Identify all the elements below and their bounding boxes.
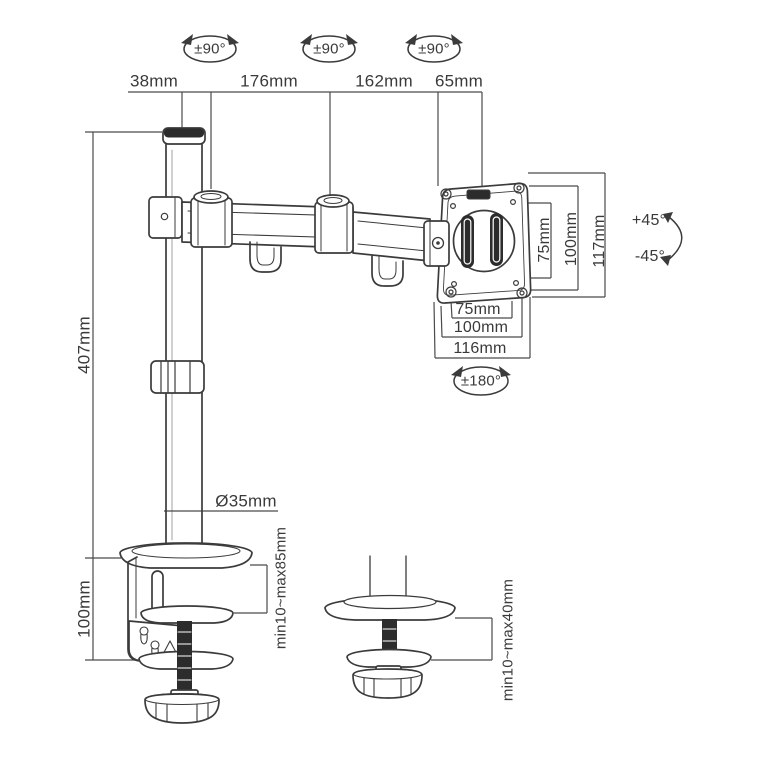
dim-label-arm-segment-1: 176mm [240, 71, 298, 91]
top-hook-tab [466, 189, 491, 200]
rotation-ellipse-joint3 [405, 34, 463, 63]
cable-clip-1 [249, 241, 282, 273]
rotation-label-joint-2: ±90° [313, 40, 345, 58]
clamp-screw [144, 621, 220, 724]
dimension-lines [85, 91, 606, 661]
dim-label-vesa-width-inner: 100mm [453, 319, 509, 336]
dim-label-vesa-slot-height: 75mm [536, 217, 553, 263]
pole [150, 127, 206, 548]
vesa-bottom-dimensions [433, 297, 531, 359]
dim-label-arm-segment-2: 162mm [355, 71, 413, 91]
dim-label-clamp-height: 100mm [74, 580, 94, 638]
grommet-pole-lines [369, 555, 407, 599]
rotation-ellipse-vesa [451, 366, 511, 396]
tilt-label-down: -45° [634, 248, 666, 265]
upper-jaw [140, 605, 234, 624]
clamp-range-bracket [234, 564, 268, 614]
dim-label-vesa-slot-width: 75mm [455, 301, 501, 318]
dim-label-pole-height: 407mm [74, 316, 94, 374]
dim-label-vesa-height-inner: 100mm [563, 211, 580, 267]
dim-label-clamp-range: min10~max85mm [272, 526, 290, 650]
height-collar [150, 360, 205, 394]
dim-label-grommet-range: min10~max40mm [499, 578, 517, 702]
dim-label-arm-offset: 38mm [129, 71, 179, 91]
vesa-right-dimensions [516, 172, 606, 298]
rotation-symbols [181, 34, 683, 396]
grommet-base [324, 555, 456, 699]
pole-height-dimension [85, 131, 162, 559]
tilt-bracket [423, 220, 450, 267]
vesa-plate [423, 182, 532, 304]
grommet-range-bracket [431, 617, 493, 661]
dim-label-arm-segment-3: 65mm [434, 71, 484, 91]
clamp-height-dimension [85, 558, 138, 661]
grommet-knob [352, 668, 423, 699]
rotation-label-joint-3: ±90° [418, 40, 450, 58]
mount-illustration [119, 127, 532, 724]
base-plate [119, 542, 253, 569]
clamp-bracket [127, 556, 234, 670]
tilt-arc [660, 212, 683, 266]
vesa-slots [461, 213, 503, 268]
top-dimension-chain [128, 91, 483, 198]
clamp-base [119, 542, 253, 724]
vesa-holes [440, 182, 528, 299]
grommet-lower-disc [346, 648, 432, 668]
cable-clip-2 [371, 255, 404, 287]
arm-joint-1 [190, 190, 233, 248]
pole-top-cap [163, 128, 205, 138]
arm-segment-2 [352, 211, 431, 262]
arm [148, 190, 431, 287]
rotation-ellipse-joint2 [300, 34, 358, 63]
rotation-ellipse-joint1 [181, 34, 239, 63]
pole-bracket [148, 196, 183, 239]
tilt-label-up: +45° [631, 212, 667, 229]
rotation-label-vesa: ±180° [460, 372, 502, 390]
arm-joint-2 [314, 194, 354, 254]
dim-label-pole-diameter: Ø35mm [215, 491, 277, 511]
rotation-label-joint-1: ±90° [194, 40, 226, 58]
dim-label-vesa-plate-width: 116mm [453, 340, 507, 357]
dim-label-vesa-plate-height: 117mm [591, 214, 608, 268]
